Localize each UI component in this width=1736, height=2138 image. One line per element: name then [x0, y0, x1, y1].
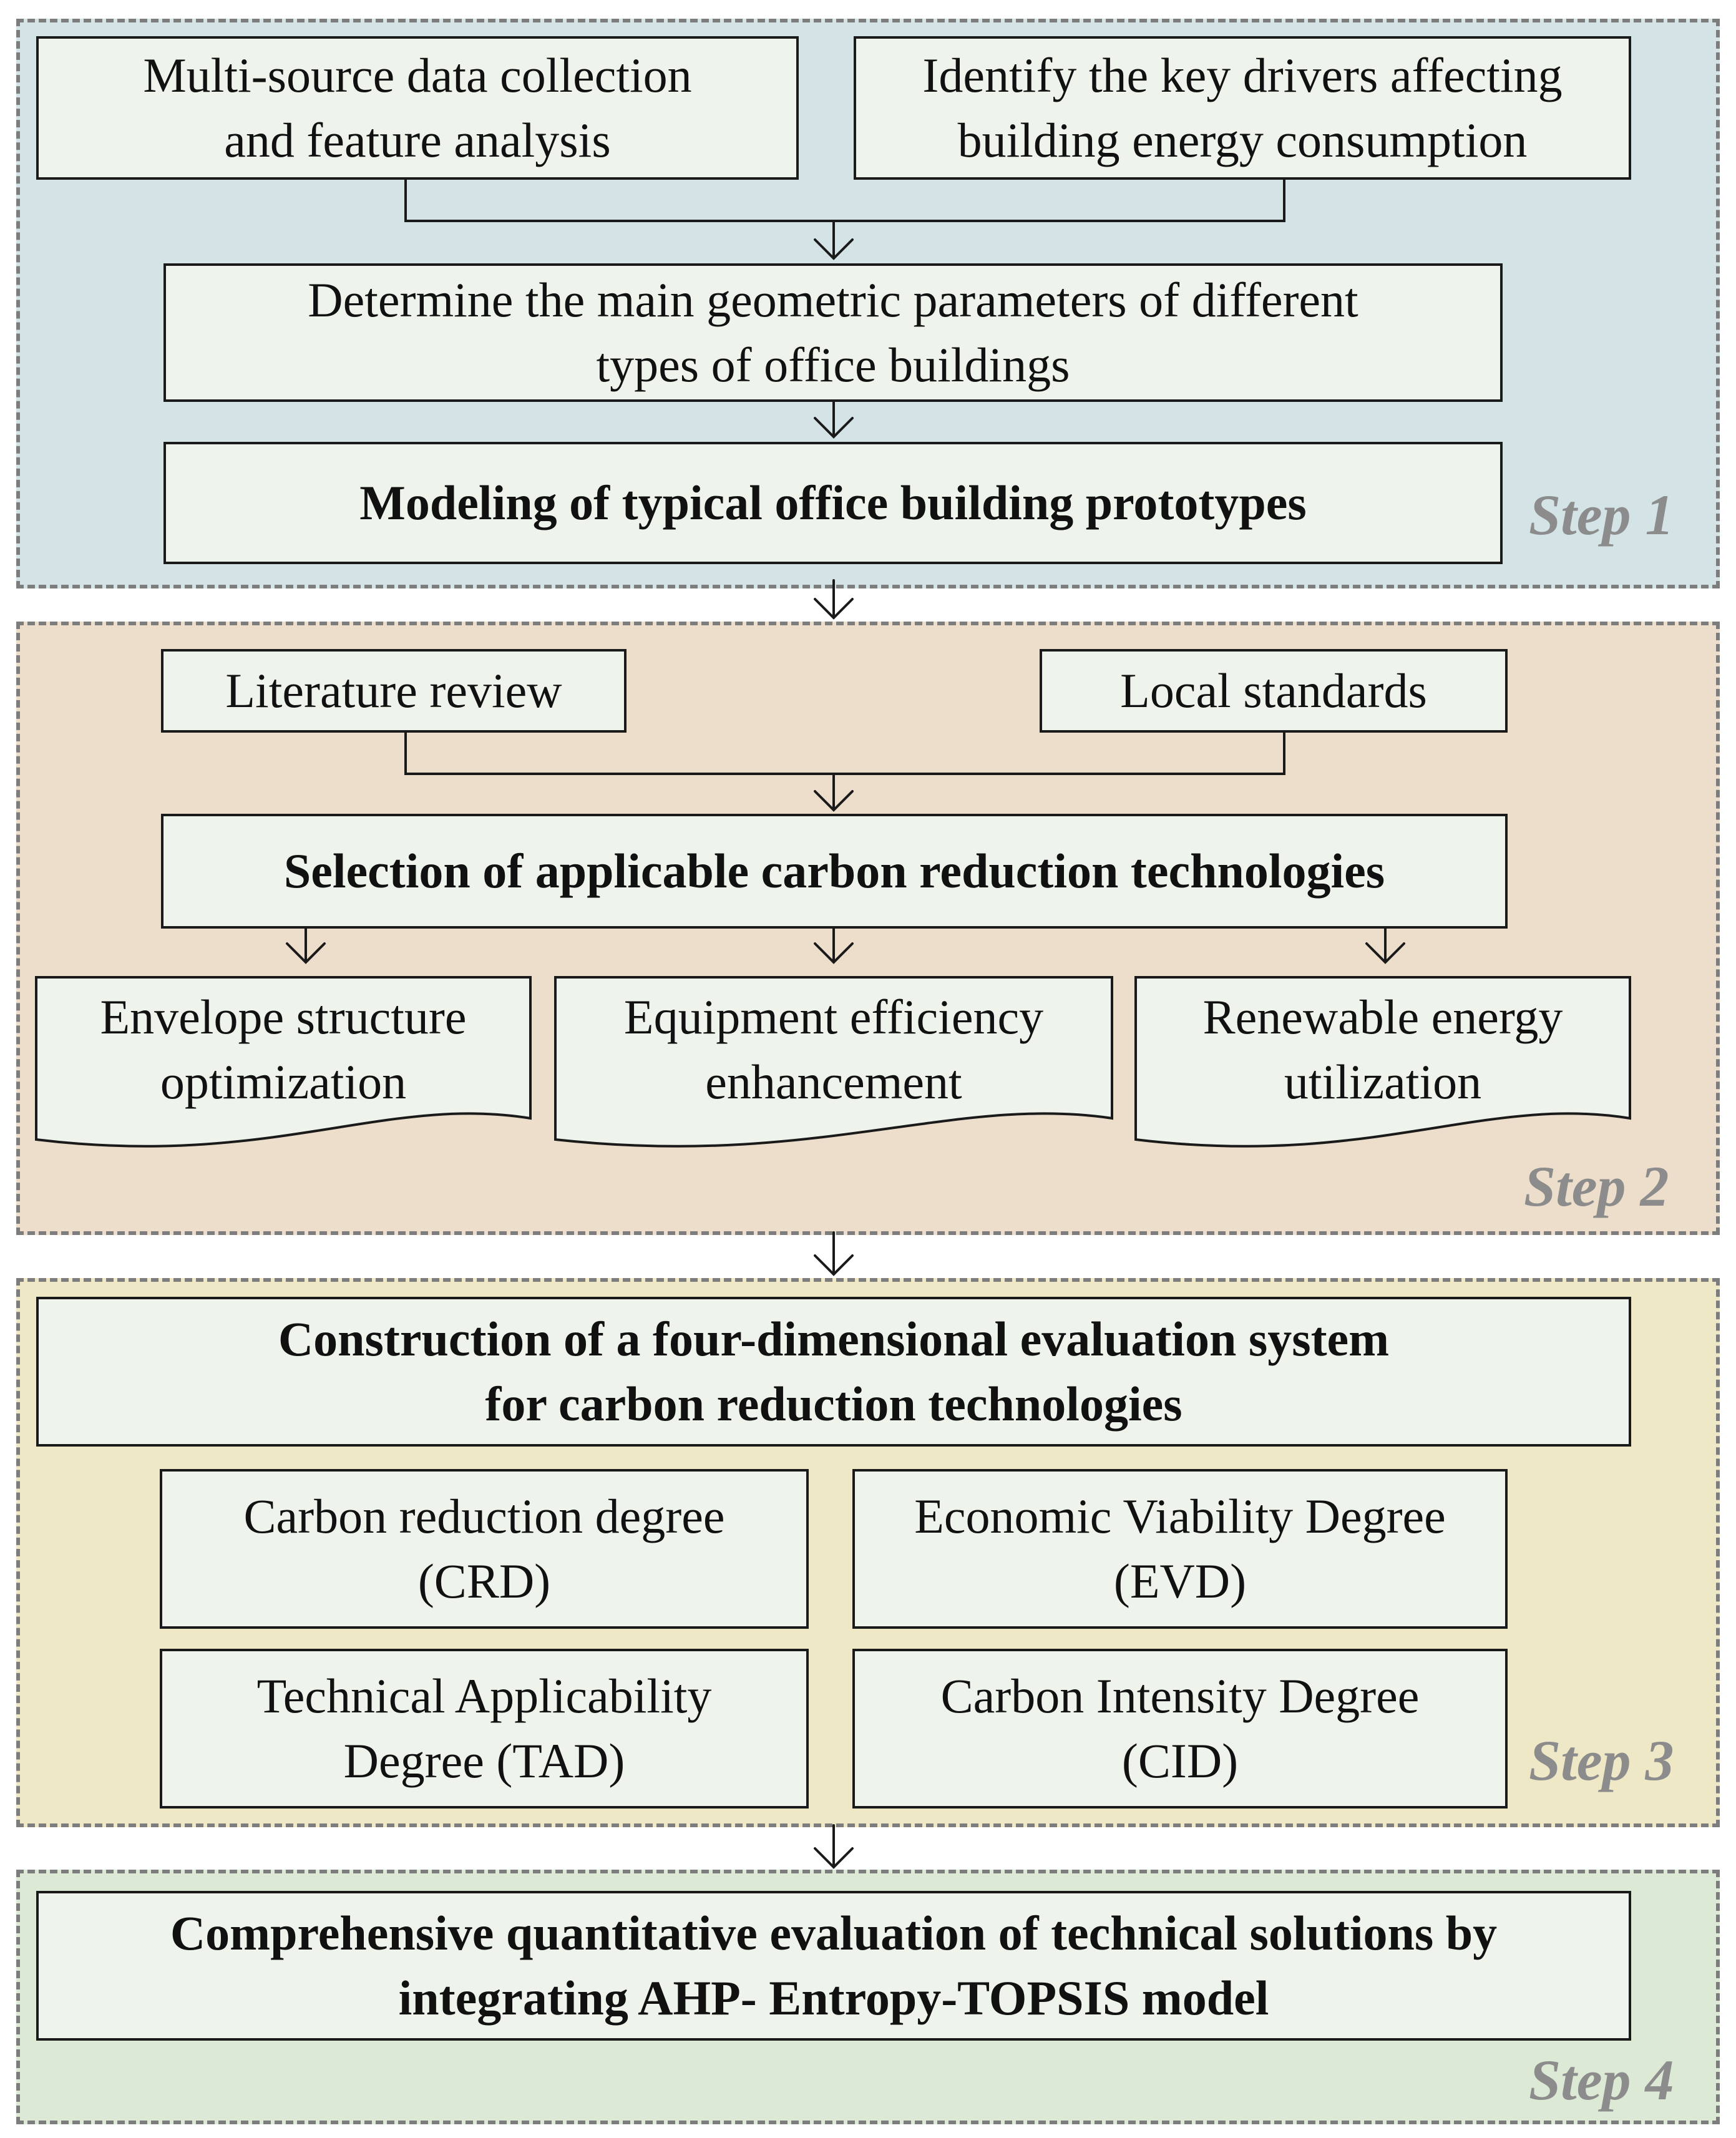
document-shape: [1134, 976, 1631, 1148]
step1-label: Step 1: [1529, 483, 1674, 547]
envelope-optimization-text: Envelope structure optimization: [100, 990, 467, 1109]
tad-box: Technical Applicability Degree (TAD): [160, 1649, 809, 1809]
crd-box: Carbon reduction degree (CRD): [160, 1469, 809, 1629]
evaluation-system-box: Construction of a four-dimensional evalu…: [36, 1297, 1631, 1447]
data-collection-box: Multi-source data collection and feature…: [36, 36, 799, 180]
document-shape: [35, 976, 532, 1148]
equipment-efficiency-text: Equipment efficiency enhancement: [623, 990, 1044, 1109]
envelope-optimization-doc: Envelope structure optimization: [35, 976, 532, 1157]
cid-box: Carbon Intensity Degree (CID): [852, 1649, 1508, 1809]
evd-box: Economic Viability Degree (EVD): [852, 1469, 1508, 1629]
key-drivers-box: Identify the key drivers affecting build…: [854, 36, 1631, 180]
step2-label: Step 2: [1524, 1154, 1669, 1218]
equipment-efficiency-doc: Equipment efficiency enhancement: [554, 976, 1113, 1157]
prototype-modeling-box: Modeling of typical office building prot…: [163, 442, 1503, 564]
geometric-parameters-box: Determine the main geometric parameters …: [163, 263, 1503, 402]
local-standards-box: Local standards: [1040, 649, 1508, 733]
step3-label: Step 3: [1529, 1729, 1674, 1792]
step4-label: Step 4: [1529, 2048, 1674, 2112]
renewable-energy-text: Renewable energy utilization: [1202, 990, 1563, 1109]
technology-selection-box: Selection of applicable carbon reduction…: [161, 814, 1508, 929]
literature-review-box: Literature review: [161, 649, 627, 733]
comprehensive-evaluation-box: Comprehensive quantitative evaluation of…: [36, 1891, 1631, 2041]
document-shape: [554, 976, 1113, 1148]
renewable-energy-doc: Renewable energy utilization: [1134, 976, 1631, 1157]
